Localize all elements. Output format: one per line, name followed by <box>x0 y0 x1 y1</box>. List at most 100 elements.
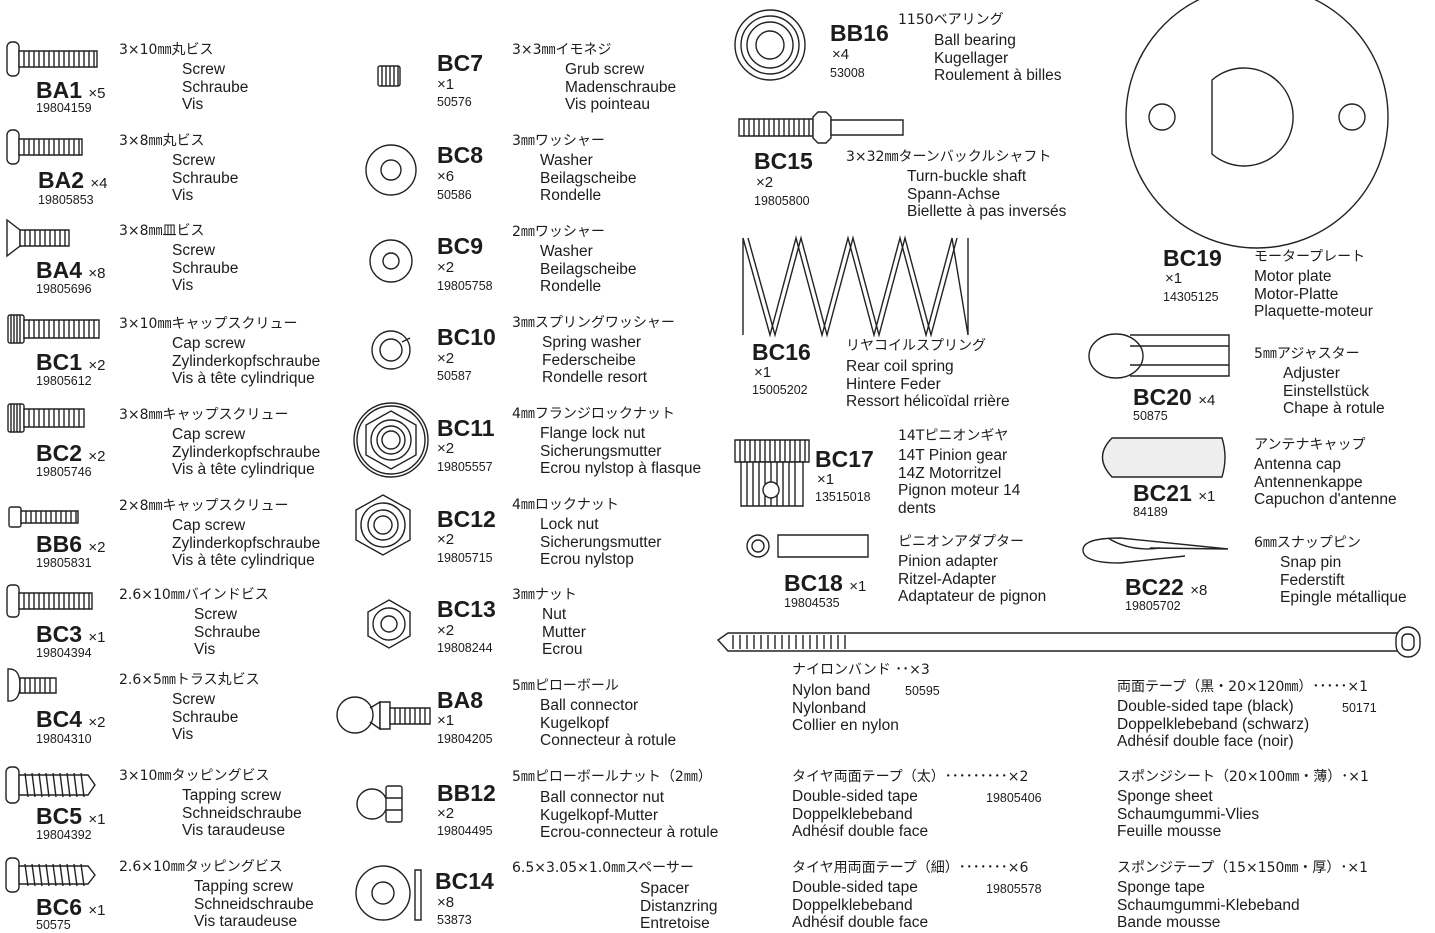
part-jp-bc17: 14Tピニオンギヤ <box>898 428 1009 444</box>
desc-fr: Ecrou-connecteur à rotule <box>540 824 719 841</box>
part-jp-ba1: 3×10㎜丸ビス <box>119 42 214 58</box>
misc-jp-tire-tape-thick: タイヤ両面テープ（太）･････････×2 <box>792 769 1029 785</box>
desc-de: Antennenkappe <box>1254 473 1363 491</box>
desc-en: Sponge sheet <box>1117 788 1213 805</box>
desc-de: Beilagscheibe <box>540 169 637 187</box>
part-jp-bb12: 5㎜ピローボールナット（2㎜） <box>512 769 712 785</box>
desc-de: Sicherungsmutter <box>540 533 662 551</box>
part-qty: ×1 <box>88 629 106 646</box>
part-jp-bc2: 3×8㎜キャップスクリュー <box>119 407 289 423</box>
desc-fr: Collier en nylon <box>792 717 899 734</box>
misc-desc-sponge-tape: Sponge tape Schaumgummi-Klebeband Bande … <box>1117 879 1300 932</box>
part-jp-bc3: 2.6×10㎜バインドビス <box>119 587 269 603</box>
part-code-bc14: BC14 <box>435 868 494 894</box>
desc-fr: Vis taraudeuse <box>194 913 298 930</box>
part-code: BC22 <box>1125 574 1184 600</box>
part-jp-ba4: 3×8㎜皿ビス <box>119 223 205 239</box>
part-qty-bc10: ×2 <box>437 350 455 367</box>
desc-de: Ritzel-Adapter <box>898 570 997 588</box>
desc-fr: Ressort hélicoïdal rrière <box>846 393 1010 410</box>
desc-en: Tapping screw <box>182 787 282 804</box>
desc-de: Spann-Achse <box>907 185 1001 203</box>
desc-fr: Bande mousse <box>1117 914 1221 931</box>
desc-en: Tapping screw <box>194 878 294 895</box>
desc-de: Federstift <box>1280 571 1345 589</box>
part-code-bc15: BC15 <box>754 148 813 174</box>
part-code-bc19: BC19 <box>1163 245 1222 271</box>
part-desc-bc8: Washer Beilagscheibe Rondelle <box>540 152 637 205</box>
desc-fr: Rondelle <box>540 278 602 295</box>
part-code-bc22: BC22 ×8 <box>1125 575 1207 603</box>
part-jp-bc4: 2.6×5㎜トラス丸ビス <box>119 672 260 688</box>
desc-en: Rear coil spring <box>846 358 954 375</box>
part-number-bc14: 53873 <box>437 913 472 927</box>
desc-fr: Capuchon d'antenne <box>1254 491 1397 508</box>
tapping-screw-bc6-icon <box>6 858 95 892</box>
desc-de: Kugelkopf-Mutter <box>540 806 659 824</box>
part-qty: ×2 <box>88 714 106 731</box>
part-desc-bc9: Washer Beilagscheibe Rondelle <box>540 243 637 296</box>
coil-spring-bc16-icon <box>743 238 968 335</box>
desc-de: Zylinderkopfschraube <box>172 352 321 370</box>
desc-de: Kugelkopf <box>540 714 609 732</box>
desc-fr: Vis <box>182 96 204 113</box>
part-desc-bb16: Ball bearing Kugellager Roulement à bill… <box>934 32 1062 85</box>
part-code: BC21 <box>1133 480 1192 506</box>
desc-en: Screw <box>172 152 216 169</box>
desc-fr: Roulement à billes <box>934 67 1062 84</box>
part-desc-bc10: Spring washer Federscheibe Rondelle reso… <box>542 334 647 387</box>
part-qty: ×4 <box>1198 392 1216 409</box>
misc-number-nylon-band: 50595 <box>905 684 940 698</box>
part-jp-bc18: ピニオンアダプター <box>898 534 1024 550</box>
part-qty-bc14: ×8 <box>437 894 455 911</box>
part-code: BC5 <box>36 803 83 829</box>
part-jp-bc22: 6㎜スナップピン <box>1254 535 1361 551</box>
part-desc-bc21: Antenna cap Antennenkappe Capuchon d'ant… <box>1254 456 1397 509</box>
part-jp-bc5: 3×10㎜タッピングビス <box>119 768 270 784</box>
misc-jp-tape-black: 両面テープ（黒・20×120㎜）･････×1 <box>1117 679 1369 695</box>
part-code-bc11: BC11 <box>437 415 495 441</box>
desc-fr: Rondelle <box>540 187 602 204</box>
ball-bearing-bb16-icon <box>735 10 805 80</box>
part-jp-bc10: 3㎜スプリングワッシャー <box>512 315 675 331</box>
part-desc-bc19: Motor plate Motor-Platte Plaquette-moteu… <box>1254 268 1373 321</box>
adjuster-bc20-icon <box>1089 334 1229 378</box>
part-qty-bc8: ×6 <box>437 168 455 185</box>
desc-en: Antenna cap <box>1254 456 1342 473</box>
bind-screw-bc3-icon <box>7 585 92 617</box>
screw-ba1-icon <box>7 42 97 76</box>
part-jp-bc16: リヤコイルスプリング <box>846 338 986 354</box>
desc-de: Distanzring <box>640 897 718 915</box>
grub-screw-bc7-icon <box>378 66 400 86</box>
part-qty-bc13: ×2 <box>437 622 455 639</box>
part-desc-bc16: Rear coil spring Hintere Feder Ressort h… <box>846 358 1010 411</box>
misc-jp-nylon-band: ナイロンバンド ･･×3 <box>792 662 930 678</box>
desc-fr: Plaquette-moteur <box>1254 303 1373 320</box>
part-number-bc1: 19805612 <box>36 374 92 388</box>
part-desc-ba8: Ball connector Kugelkopf Connecteur à ro… <box>540 697 676 750</box>
desc-fr: Feuille mousse <box>1117 823 1222 840</box>
part-code-ba1: BA1 ×5 <box>36 78 106 106</box>
desc-en: Pinion adapter <box>898 553 998 570</box>
part-desc-ba2: Screw Schraube Vis <box>172 152 238 205</box>
part-code-bc5: BC5 ×1 <box>36 804 106 832</box>
desc-de: Schaumgummi-Vlies <box>1117 805 1260 823</box>
part-jp-bc14: 6.5×3.05×1.0㎜スペーサー <box>512 860 694 876</box>
desc-fr: Vis <box>172 277 194 294</box>
part-number-bc10: 50587 <box>437 369 472 383</box>
desc-en: Ball connector <box>540 697 639 714</box>
part-code-bc12: BC12 <box>437 506 496 532</box>
part-code-bc20: BC20 ×4 <box>1133 385 1215 413</box>
part-qty-bb12: ×2 <box>437 805 455 822</box>
part-qty-bc11: ×2 <box>437 440 455 457</box>
desc-de: Hintere Feder <box>846 375 941 393</box>
part-code: BC3 <box>36 621 83 647</box>
part-code-bc21: BC21 ×1 <box>1133 481 1215 509</box>
part-number-bc12: 19805715 <box>437 551 493 565</box>
misc-jp-tire-tape-thin: タイヤ用両面テープ（細）･･･････×6 <box>792 860 1029 876</box>
desc-de: Madenschraube <box>565 78 677 96</box>
part-qty-bc9: ×2 <box>437 259 455 276</box>
washer-bc9-icon <box>370 240 412 282</box>
part-jp-bc12: 4㎜ロックナット <box>512 497 619 513</box>
desc-fr: Pignon moteur 14 <box>898 482 1021 499</box>
